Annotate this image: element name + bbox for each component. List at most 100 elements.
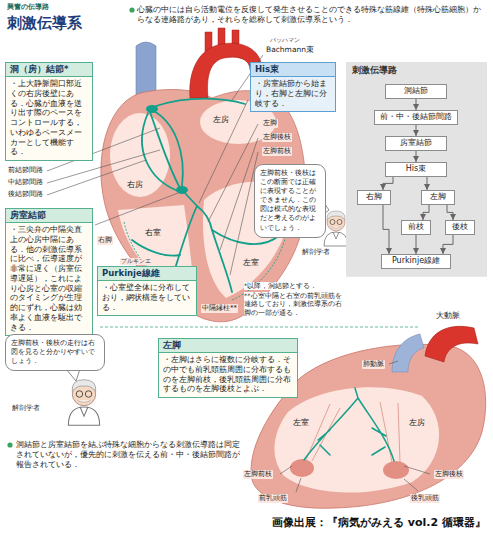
box-heading: Purkinje線維 (98, 267, 196, 281)
flow-arrow (383, 205, 389, 254)
flow-box: 左脚 (421, 190, 455, 205)
node-text: 右脚 (363, 192, 385, 203)
part-label: 後結節間路 (8, 190, 43, 199)
flow-box: 洞結節 (385, 84, 447, 99)
flow-arrow (443, 235, 453, 254)
left-ventricle-cavity (274, 387, 439, 492)
leader-line (296, 478, 301, 492)
papillary-muscle (383, 461, 409, 479)
node-text: His束 (391, 164, 441, 175)
part-label: 左脚前枝 (243, 470, 273, 479)
node-text: 刺激伝導路 (346, 62, 487, 79)
leader-line (389, 361, 398, 364)
leader-line (220, 138, 258, 250)
pulmonary-trunk (392, 334, 424, 372)
diagram-title: 刺激伝導系 (7, 14, 82, 33)
box-body: ・上大静脈開口部近くの右房後壁にある．心臓が血液を送り出す際のペースをコントロー… (6, 77, 92, 160)
box-body: ・三尖弁の中隔尖直上の心房中隔にある．他の刺激伝導系に比べ，伝導速度が非常に遅く… (6, 223, 92, 335)
chamber-label: 右室 (144, 228, 162, 237)
node-text: 左脚前枝・後枝はこの断面では正確に表現することができません．この図は模式的な表現… (260, 169, 320, 233)
box-heading: 房室結節 (6, 209, 92, 223)
flow-arrow (447, 205, 453, 220)
right-atrium (110, 113, 170, 197)
flow-arrow (416, 151, 417, 162)
furigana: プルキンエ (120, 258, 152, 265)
flow-box: 前枝 (401, 220, 431, 235)
anatomist-figure (68, 407, 99, 425)
chamber-label: 左房 (408, 418, 426, 427)
part-label: 中結節間路 (8, 178, 43, 187)
anatomist-figure (68, 380, 99, 426)
part-label: 後乳頭筋 (410, 494, 440, 503)
info-box: 左脚・左脚はさらに複数に分岐する．その中でも前乳頭筋周囲に分布するものを左脚前枝… (158, 338, 298, 398)
chordae-tendineae (306, 402, 400, 462)
node-text: Purkinje線維 (387, 256, 445, 267)
chamber-label: 左室 (242, 258, 260, 267)
aorta (425, 326, 478, 362)
panel-ground (346, 62, 487, 277)
box-heading: 洞（房）結節* (6, 63, 92, 77)
anatomist-figure (337, 220, 342, 225)
footnote: *以降，洞結節とする． (244, 282, 317, 290)
conduction-pathway (152, 110, 183, 186)
part-label: 左脚 (262, 119, 278, 128)
node-text: 房室結節 (391, 138, 441, 149)
flow-arrow (416, 125, 417, 136)
node-text: 洞結節 (391, 86, 441, 97)
leader-line (47, 160, 146, 195)
footnote: **心室中隔と右室の前乳頭筋を連絡しており，刺激伝導系の右脚の一部が通る． (244, 292, 342, 317)
papillary-muscle (290, 459, 314, 477)
box-body: ・左脚はさらに複数に分岐する．その中でも前乳頭筋周囲に分布するものを左脚前枝，後… (159, 353, 297, 397)
separator-line (100, 327, 420, 328)
leader-line (404, 466, 430, 474)
anatomist-figure (333, 232, 339, 239)
left-bundle-branch (304, 388, 394, 461)
anatomist-figure (85, 391, 92, 398)
sinoatrial-node (146, 105, 158, 113)
part-label: 前乳頭筋 (258, 494, 288, 503)
conduction-pathway (142, 113, 178, 191)
part-label: 中隔縁柱** (201, 304, 238, 313)
node-text: 左脚前枝・後枝の走行は右図を見ると分かりやすいでしょう． (11, 339, 99, 366)
node-text: 前枝 (407, 222, 425, 233)
conduction-pathway (132, 240, 180, 256)
node-text: 前・中・後結節間路 (380, 112, 452, 123)
node-text: 後枝 (451, 222, 469, 233)
flow-arrow (383, 177, 393, 190)
anatomist-figure (78, 401, 91, 403)
part-label: 右脚 (97, 236, 113, 245)
leader-line (95, 193, 178, 225)
flow-arrow (416, 235, 417, 254)
box-heading: 左脚 (159, 339, 297, 353)
furigana: バッハマン (270, 37, 300, 44)
flow-box: His束 (385, 162, 447, 177)
anatomist-figure (76, 391, 83, 398)
info-box: 房室結節・三尖弁の中隔尖直上の心房中隔にある．他の刺激伝導系に比べ，伝導速度が非… (5, 208, 93, 336)
conduction-pathway (184, 192, 197, 206)
leader-line (208, 124, 258, 222)
box-body: ・心室壁全体に分布しており，網状構造をしている． (98, 281, 196, 315)
flow-box: Purkinje線維 (381, 254, 451, 269)
info-box: His束・房室結節から始まり，右脚と左脚に分岐する． (250, 62, 336, 112)
anatomist-figure (80, 407, 88, 416)
anatomist-figure (72, 380, 96, 392)
leader-line (404, 479, 418, 491)
flow-panel: 刺激伝導路洞結節前・中・後結節間路房室結節 His束右脚 左脚前枝 後枝 Purkinj… (346, 62, 487, 277)
flow-box: 房室結節 (385, 136, 447, 151)
intro-text: 心臓の中には自ら活動電位を反復して発生させることのできる特殊な筋線維（特殊心筋細… (137, 5, 487, 25)
section-label: 興奮の伝導路 (7, 3, 49, 12)
vessel-label: 肺動脈 (362, 360, 385, 369)
leader-line (280, 466, 292, 474)
flow-arrow (427, 177, 428, 190)
box-body: ・房室結節から始まり，右脚と左脚に分岐する． (251, 77, 335, 111)
speaker-label: 解剖学者 (302, 248, 330, 257)
conduction-pathway (150, 112, 180, 188)
image-credit: 画像出展：『病気がみえる vol.2 循環器』 (272, 515, 486, 530)
anatomist-figure (324, 211, 348, 246)
panel-ground (346, 62, 487, 277)
conduction-pathway (156, 99, 245, 106)
flow-arrow (423, 205, 429, 220)
chamber-label: 左房 (212, 115, 230, 124)
